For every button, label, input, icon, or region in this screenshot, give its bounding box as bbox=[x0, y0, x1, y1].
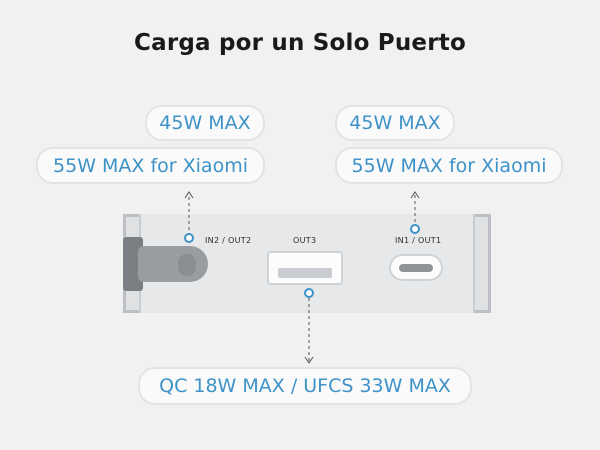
right-port-power-pill: 45W MAX bbox=[335, 105, 455, 141]
page-title: Carga por un Solo Puerto bbox=[134, 30, 466, 56]
middle-port-power-pill: QC 18W MAX / UFCS 33W MAX bbox=[138, 367, 472, 405]
middle-port-label: OUT3 bbox=[293, 236, 317, 245]
usb-a-tongue bbox=[278, 268, 332, 278]
left-port-label: IN2 / OUT2 bbox=[205, 236, 252, 245]
middle-port-marker bbox=[304, 288, 314, 298]
left-port-power-pill: 45W MAX bbox=[145, 105, 265, 141]
left-port-marker bbox=[184, 233, 194, 243]
right-port-marker bbox=[410, 224, 420, 234]
left-port-xiaomi-pill: 55W MAX for Xiaomi bbox=[36, 147, 265, 184]
lanyard-hole bbox=[178, 254, 196, 276]
right-port-label: IN1 / OUT1 bbox=[395, 236, 442, 245]
middle-callout-arrow bbox=[304, 356, 314, 364]
usb-c-tongue bbox=[399, 264, 433, 272]
left-callout-arrow bbox=[184, 191, 194, 199]
lanyard-loop bbox=[138, 246, 208, 282]
right-callout-arrow bbox=[410, 191, 420, 199]
right-port-xiaomi-pill: 55W MAX for Xiaomi bbox=[335, 147, 563, 184]
